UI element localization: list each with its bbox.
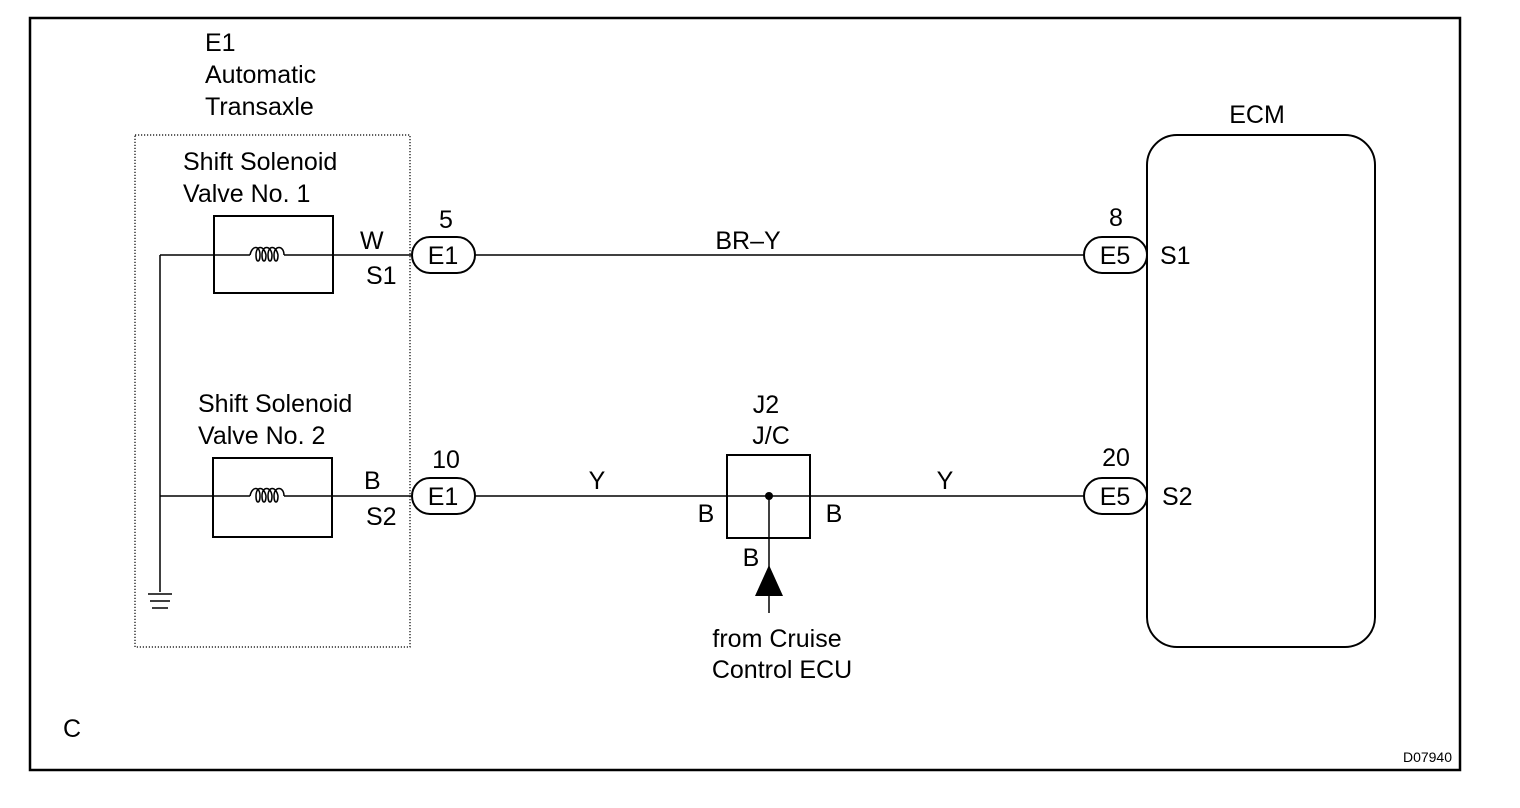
solenoid2-label-line2: Valve No. 2 [198,422,325,450]
ecm-terminal-s2: S2 [1162,483,1193,511]
connector-e5-top-pin: 8 [1109,204,1123,232]
junction-left-pin: B [698,500,715,528]
junction-from-line1: from Cruise [712,625,841,653]
solenoid1-label-line1: Shift Solenoid [183,148,337,176]
ecm-title: ECM [1229,101,1285,129]
connector-e1-top-pin: 5 [439,206,453,234]
connector-e1-bottom-code: E1 [428,483,459,511]
transaxle-name-line1: Automatic [205,61,316,89]
diagram-id: D07940 [1403,749,1452,765]
connector-e5-top-code: E5 [1100,242,1131,270]
transaxle-code: E1 [205,29,236,57]
connector-e1-top-code: E1 [428,242,459,270]
connector-e1-bottom-pin: 10 [432,446,460,474]
transaxle-name-line2: Transaxle [205,93,314,121]
wire-bottom-right-color: Y [937,467,954,495]
ecm-box [1146,134,1376,648]
corner-label: C [63,715,81,743]
solenoid1-terminal: S1 [366,262,397,290]
solenoid1-label-line2: Valve No. 1 [183,180,310,208]
junction-bottom-pin: B [743,544,760,572]
connector-e5-bottom-code: E5 [1100,483,1131,511]
wire-top-color: BR–Y [715,227,781,255]
solenoid1-coil-icon [249,246,285,262]
ground-icon [148,593,172,609]
ecm-terminal-s1: S1 [1160,242,1191,270]
junction-right-pin: B [826,500,843,528]
connector-e5-bottom [1083,477,1148,515]
junction-name: J/C [752,422,790,450]
junction-from-line2: Control ECU [712,656,852,684]
connector-e5-top [1083,236,1148,274]
diagram-frame [28,16,1462,772]
solenoid2-terminal: S2 [366,503,397,531]
solenoid1-wire-color: W [360,227,384,255]
solenoid2-wire-color: B [364,467,381,495]
connector-e5-bottom-pin: 20 [1102,444,1130,472]
arrow-up-icon [755,565,783,596]
transaxle-enclosure [134,134,411,648]
solenoid2-coil-icon [249,487,285,503]
wire-bottom-left-color: Y [589,467,606,495]
solenoid2-label-line1: Shift Solenoid [198,390,352,418]
junction-code: J2 [753,391,779,419]
